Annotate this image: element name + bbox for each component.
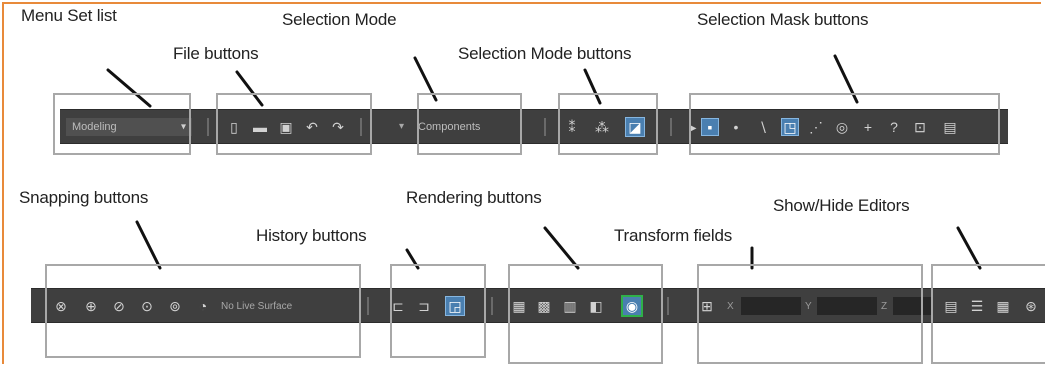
render-frame-icon[interactable]: ▩	[537, 298, 551, 314]
leader-show-hide	[956, 226, 982, 270]
chevron-down-icon: ▾	[180, 121, 186, 133]
separator	[360, 118, 362, 136]
separator	[667, 297, 669, 315]
box-snapping-buttons	[45, 264, 361, 358]
hierarchy-mode-icon[interactable]: ⁑	[568, 119, 576, 135]
live-surface-status: No Live Surface	[221, 301, 293, 312]
mask-menu-icon[interactable]: ▤	[943, 119, 957, 135]
label-snapping-buttons: Snapping buttons	[19, 188, 149, 207]
leader-file-buttons	[235, 70, 264, 107]
hypershade-icon[interactable]: ◉	[621, 295, 643, 317]
vertex-mask-icon[interactable]: •	[733, 119, 739, 135]
label-file-buttons: File buttons	[173, 44, 259, 63]
box-history-buttons	[390, 264, 486, 358]
render-view-icon[interactable]: ▦	[512, 298, 526, 314]
label-selection-mode-buttons: Selection Mode buttons	[458, 44, 632, 63]
separator	[670, 118, 672, 136]
select-all-mask-icon[interactable]: ▪	[701, 118, 719, 136]
box-show-hide-editors	[931, 264, 1045, 364]
undo-icon[interactable]: ↶	[306, 119, 318, 135]
separator	[544, 118, 546, 136]
pivot-mask-icon[interactable]: ◎	[835, 119, 849, 135]
box-menu-set-list	[53, 93, 191, 155]
misc-mask-icon[interactable]: ?	[890, 119, 898, 135]
object-mode-icon[interactable]: ⁂	[595, 119, 609, 135]
modeling-toolkit-icon[interactable]: ▤	[944, 298, 958, 314]
save-icon[interactable]: ▣	[279, 119, 293, 135]
selection-mode-value: Components	[418, 121, 481, 133]
selection-mode-dropdown[interactable]: Components	[412, 118, 512, 136]
render-settings-icon[interactable]: ◧	[589, 298, 603, 314]
ipr-render-icon[interactable]: ▥	[563, 298, 577, 314]
box-selection-mask-buttons	[689, 93, 1000, 155]
separator	[491, 297, 493, 315]
attribute-editor-icon[interactable]: ☰	[970, 298, 984, 314]
label-history-buttons: History buttons	[256, 226, 367, 245]
lock-icon[interactable]: ⊡	[914, 119, 926, 135]
label-selection-mask-buttons: Selection Mask buttons	[697, 10, 869, 29]
transform-x-field[interactable]	[741, 297, 801, 315]
box-transform-fields	[697, 264, 923, 364]
leader-menu-set	[106, 68, 152, 108]
redo-icon[interactable]: ↷	[332, 119, 344, 135]
axis-y-label: Y	[805, 301, 812, 312]
separator	[207, 118, 209, 136]
snap-view-icon[interactable]: ⊙	[141, 298, 153, 314]
transform-y-field[interactable]	[817, 297, 877, 315]
output-history-icon[interactable]: ⊐	[418, 298, 430, 314]
transform-mode-icon[interactable]: ⊞	[701, 298, 713, 314]
mask-toggle-icon[interactable]: ▸	[689, 119, 697, 135]
input-history-icon[interactable]: ⊏	[392, 298, 404, 314]
box-selection-mode	[417, 93, 522, 155]
snap-grid-icon[interactable]: ⊗	[55, 298, 67, 314]
separator	[367, 297, 369, 315]
uv-mask-icon[interactable]: ⋰	[809, 119, 823, 135]
top-toolbar: Modeling ▾ ▯ ▬ ▣ ↶ ↷ ▾ Components ⁑ ⁂ ◪ …	[60, 109, 1008, 144]
edge-mask-icon[interactable]: ∖	[758, 119, 768, 135]
snap-surface-icon[interactable]: ⊚	[169, 298, 181, 314]
handle-mask-icon[interactable]: +	[863, 119, 873, 135]
axis-x-label: X	[727, 301, 734, 312]
leader-selection-mode-buttons	[583, 68, 602, 105]
new-file-icon[interactable]: ▯	[230, 119, 238, 135]
label-menu-set-list: Menu Set list	[21, 6, 117, 25]
label-transform-fields: Transform fields	[614, 226, 733, 245]
box-selection-mode-buttons	[558, 93, 658, 155]
snap-curve-icon[interactable]: ⊕	[85, 298, 97, 314]
label-rendering-buttons: Rendering buttons	[406, 188, 542, 207]
menu-set-dropdown[interactable]: Modeling ▾	[66, 118, 192, 136]
box-rendering-buttons	[508, 264, 663, 364]
menu-set-value: Modeling	[72, 121, 117, 133]
leader-rendering	[543, 226, 580, 270]
make-live-icon[interactable]: ◔	[198, 298, 208, 314]
open-folder-icon[interactable]: ▬	[253, 119, 267, 135]
snap-point-icon[interactable]: ⊘	[113, 298, 125, 314]
selection-mode-arrow-icon: ▾	[399, 121, 405, 132]
tool-settings-icon[interactable]: ▦	[996, 298, 1010, 314]
label-selection-mode: Selection Mode	[282, 10, 397, 29]
axis-z-label: Z	[881, 301, 888, 312]
face-mask-icon[interactable]: ◳	[781, 118, 799, 136]
channel-box-icon[interactable]: ⊛	[1025, 298, 1037, 314]
construction-history-icon[interactable]: ◲	[445, 296, 465, 316]
leader-snapping	[135, 220, 162, 270]
label-show-hide-editors: Show/Hide Editors	[773, 196, 910, 215]
bottom-toolbar: ⊗ ⊕ ⊘ ⊙ ⊚ ◔ No Live Surface ⊏ ⊐ ◲ ▦ ▩ ▥ …	[31, 288, 1045, 323]
component-mode-icon[interactable]: ◪	[625, 117, 645, 137]
box-file-buttons	[216, 93, 372, 155]
figure-frame	[2, 2, 1041, 364]
